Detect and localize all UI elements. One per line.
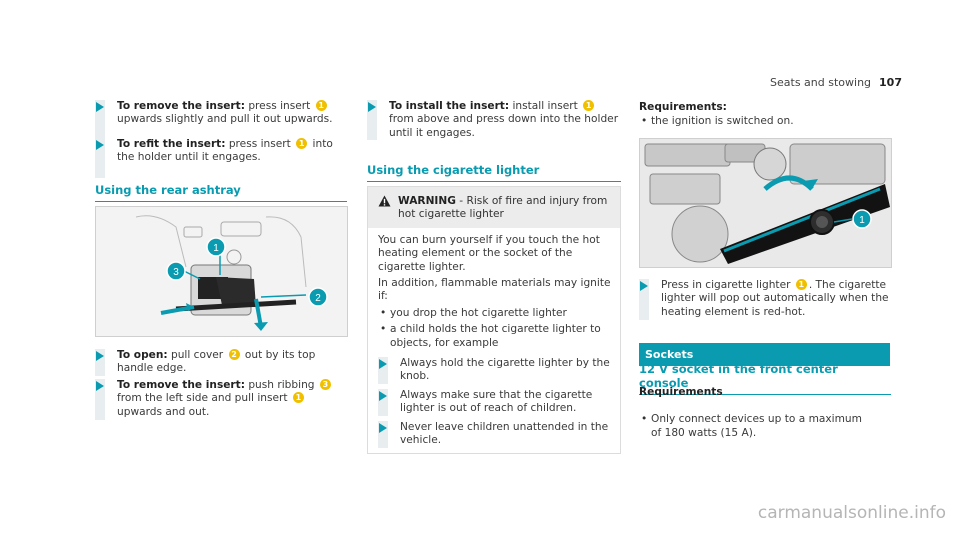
callout-number: 1 — [315, 100, 327, 111]
warning-body: You can burn yourself if you touch the h… — [368, 228, 620, 356]
step-arrow-icon — [379, 359, 387, 369]
step-text: push ribbing — [244, 379, 318, 391]
section-title-ashtray: Using the rear ashtray — [95, 183, 347, 202]
step-text: into the holder until it engages. — [117, 138, 333, 164]
step-text: pull cover — [167, 349, 227, 361]
step-text: from above and press down into the holde… — [389, 113, 619, 139]
image-callout-2: 2 — [315, 293, 321, 304]
warning-label: WARNING — [398, 195, 456, 207]
step-bar — [95, 138, 105, 178]
warning-step-children: Never leave children unattended in the v… — [378, 421, 610, 448]
step-label: To refit the insert: — [117, 138, 226, 150]
warning-box: WARNING - Risk of fire and injury from h… — [367, 186, 621, 454]
image-callout-1: 1 — [859, 215, 865, 226]
step-bar — [378, 357, 388, 384]
step-bar — [95, 349, 105, 376]
image-callout-3: 3 — [173, 267, 179, 278]
cigarette-lighter-image: 1 — [639, 138, 892, 268]
step-arrow-icon — [96, 381, 104, 391]
step-press-lighter: Press in cigarette lighter 1. The cigare… — [639, 279, 891, 320]
lighter-illustration: 1 — [640, 139, 891, 267]
requirements-title-2: Requirements — [639, 386, 723, 398]
step-arrow-icon — [96, 351, 104, 361]
step-bar — [639, 279, 649, 320]
step-text: Always hold the cigarette lighter by the… — [400, 357, 610, 383]
callout-number: 3 — [319, 379, 331, 390]
warning-step-reach: Always make sure that the cigarette ligh… — [378, 389, 610, 416]
section-title-cigarette-lighter: Using the cigarette lighter — [367, 163, 621, 182]
step-text: press insert — [244, 100, 314, 112]
step-open: To open: pull cover 2 out by its top han… — [95, 349, 347, 376]
step-arrow-icon — [96, 102, 104, 112]
callout-number: 1 — [292, 392, 304, 404]
callout-number: 1 — [583, 100, 595, 111]
step-text: . The cigarette lighter will pop out aut… — [661, 279, 889, 318]
requirements-title: Requirements: — [639, 101, 727, 113]
section-title-12v-socket: 12 V socket in the front center console — [639, 362, 891, 395]
step-label: To open: — [117, 349, 168, 361]
callout-number: 1 — [795, 279, 807, 290]
step-bar — [367, 100, 377, 140]
warning-header: WARNING - Risk of fire and injury from h… — [368, 187, 620, 228]
step-bar — [378, 389, 388, 416]
step-refit-insert: To refit the insert: press insert 1 into… — [95, 138, 345, 178]
step-remove-insert: To remove the insert: press insert 1 upw… — [95, 100, 345, 140]
step-arrow-icon — [379, 423, 387, 433]
step-bar — [378, 421, 388, 448]
warning-heading: - Risk of fire and injury from hot cigar… — [398, 195, 608, 221]
step-text: press insert — [225, 138, 295, 150]
warning-triangle-icon — [378, 195, 391, 207]
step-arrow-icon — [379, 391, 387, 401]
sockets-heading-bar: Sockets — [639, 343, 890, 366]
page-number: 107 — [879, 76, 902, 89]
step-text: Never leave children unattended in the v… — [400, 421, 609, 447]
step-arrow-icon — [640, 281, 648, 291]
step-remove-insert-2: To remove the insert: push ribbing 3 fro… — [95, 379, 347, 420]
requirement-item-2: Only connect devices up to a maximum of … — [639, 413, 866, 440]
requirement-item: the ignition is switched on. — [639, 115, 901, 129]
step-text: upwards slightly and pull it out upwards… — [117, 113, 333, 126]
callout-number: 1 — [296, 138, 308, 149]
step-text: Always make sure that the cigarette ligh… — [400, 389, 593, 415]
header-section: Seats and stowing — [770, 76, 872, 89]
step-text: out by its top handle edge. — [117, 349, 316, 375]
page-header: Seats and stowing 107 — [770, 76, 902, 89]
warning-paragraph: In addition, flammable materials may ign… — [378, 277, 611, 303]
step-text: Press in cigarette lighter — [661, 279, 794, 291]
warning-bullet: a child holds the hot cigarette lighter … — [378, 323, 612, 350]
step-text: from the left side and pull insert — [117, 392, 291, 405]
step-label: To install the insert: — [389, 100, 510, 112]
step-label: To remove the insert: — [117, 100, 245, 112]
ashtray-illustration: 1 2 3 — [96, 207, 347, 336]
step-label: To remove the insert: — [117, 379, 245, 391]
image-callout-1: 1 — [213, 243, 219, 254]
warning-bullet: you drop the hot cigarette lighter — [378, 307, 612, 321]
watermark: carmanualsonline.info — [757, 503, 946, 523]
step-text: install insert — [509, 100, 582, 112]
step-text: upwards and out. — [117, 405, 210, 418]
step-arrow-icon — [368, 102, 376, 112]
step-arrow-icon — [96, 140, 104, 150]
step-bar — [95, 100, 105, 140]
step-bar — [95, 379, 105, 420]
ashtray-image: 1 2 3 — [95, 206, 348, 337]
step-install-insert: To install the insert: install insert 1 … — [367, 100, 621, 140]
warning-step-hold: Always hold the cigarette lighter by the… — [378, 357, 610, 384]
warning-paragraph: You can burn yourself if you touch the h… — [378, 233, 600, 273]
callout-number: 2 — [228, 349, 240, 360]
